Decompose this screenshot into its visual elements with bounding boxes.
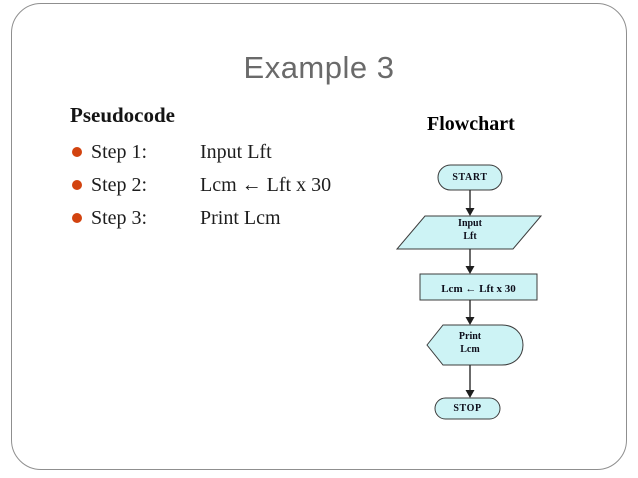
- slide-border: [11, 3, 627, 470]
- step-label: Step 1:: [91, 141, 148, 163]
- stop-terminator-shape: [434, 397, 501, 420]
- pseudocode-step: Step 3: Print Lcm: [72, 206, 372, 239]
- flow-arrowhead-icon: [465, 317, 475, 325]
- flow-arrowhead-icon: [465, 208, 475, 216]
- bullet-icon: [72, 213, 82, 223]
- step-text: Lcm ← Lft x 30: [200, 174, 332, 196]
- flowchart-canvas: [395, 164, 543, 420]
- input-node-label: Input Lft: [410, 217, 530, 243]
- process-node-label: Lcm ← Lft x 30: [441, 283, 516, 295]
- stop-node-label: STOP: [453, 403, 482, 414]
- slide-title: Example 3: [243, 50, 395, 85]
- flow-arrowhead-icon: [465, 266, 475, 274]
- display-shape: [426, 324, 524, 366]
- bullet-icon: [72, 147, 82, 157]
- input-parallelogram-shape: [395, 215, 543, 250]
- step-label: Step 3:: [91, 207, 148, 229]
- process-rectangle-shape: [419, 273, 538, 301]
- pseudocode-step: Step 1: Input Lft: [72, 140, 372, 173]
- input-node-line2: Lft: [463, 231, 477, 242]
- flow-arrowhead-icon: [465, 390, 475, 398]
- step-label: Step 2:: [91, 174, 148, 196]
- start-node-label: START: [452, 172, 488, 183]
- print-node-line1: Print: [458, 331, 482, 342]
- step-text: Input Lft: [200, 141, 272, 163]
- pseudocode-step: Step 2: Lcm ← Lft x 30: [72, 173, 372, 206]
- print-node-label: Print Lcm: [410, 330, 530, 356]
- step-text: Print Lcm: [200, 207, 281, 229]
- print-node-line2: Lcm: [460, 344, 480, 355]
- bullet-icon: [72, 180, 82, 190]
- input-node-line1: Input: [458, 218, 482, 229]
- pseudocode-list: Step 1: Input Lft Step 2: Lcm ← Lft x 30…: [72, 140, 372, 239]
- flowchart-heading: Flowchart: [427, 113, 515, 135]
- pseudocode-heading: Pseudocode: [70, 103, 175, 127]
